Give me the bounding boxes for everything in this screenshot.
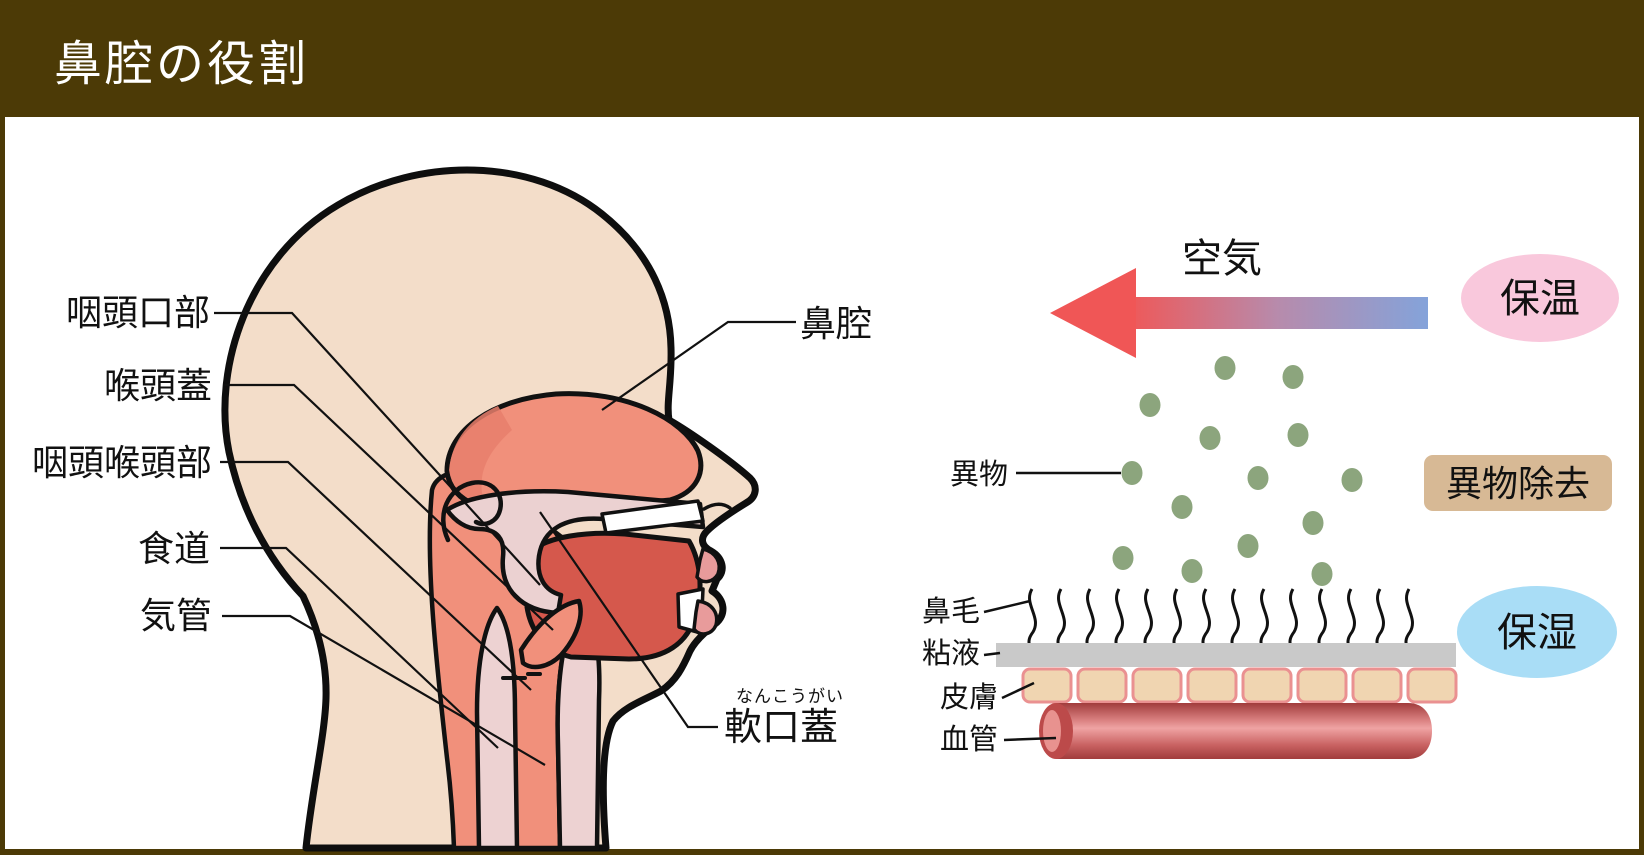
- head-illustration: [221, 166, 759, 852]
- leader-nasal-hair: [983, 599, 1031, 614]
- moisturizing-badge: [1457, 586, 1617, 678]
- foreign-removal-badge-label: 異物除去: [1446, 463, 1590, 504]
- blood-vessel-body: [1056, 703, 1432, 759]
- label-epiglottis: 喉頭蓋: [104, 365, 212, 406]
- foreign-removal-badge: [1424, 455, 1612, 511]
- nostril-line: [702, 502, 732, 511]
- head-leader-lines: [214, 311, 796, 766]
- lower-lip-shape: [692, 599, 719, 636]
- moisturizing-badge-label: 保湿: [1497, 611, 1577, 655]
- epiglottis-shape: [518, 598, 583, 670]
- blood-vessel: [1039, 703, 1432, 759]
- label-esophagus: 食道: [138, 528, 210, 569]
- leader-skin: [1001, 681, 1035, 700]
- leader-pharynx-laryngeal: [220, 460, 532, 691]
- layer-leader-lines: [983, 599, 1057, 742]
- nasal-hairs: [1027, 587, 1414, 652]
- upper-lip-shape: [695, 547, 721, 584]
- leader-nasal-cavity: [601, 320, 796, 411]
- leader-trachea: [222, 614, 546, 766]
- label-mucus: 粘液: [922, 637, 980, 670]
- air-arrow-head: [1050, 268, 1136, 358]
- leader-mucus: [983, 651, 1001, 657]
- ear-curl-line: [441, 480, 504, 543]
- label-soft-palate-furigana: なんこうがい: [736, 687, 844, 706]
- leader-blood-vessel: [1003, 736, 1057, 742]
- label-blood-vessel: 血管: [940, 723, 998, 756]
- page-title: 鼻腔の役割: [54, 37, 310, 91]
- air-arrow: [1050, 268, 1428, 358]
- larynx-detail-lines: [501, 672, 542, 680]
- label-nasal-cavity: 鼻腔: [800, 303, 872, 344]
- label-nasal-hair: 鼻毛: [922, 595, 980, 628]
- label-pharynx-oral: 咽頭口部: [66, 292, 210, 333]
- warming-badge: [1461, 254, 1619, 342]
- leader-pharynx-oral: [214, 311, 541, 586]
- foreign-particles: [1112, 356, 1363, 586]
- blood-vessel-cap-highlight: [1043, 710, 1061, 752]
- label-soft-palate: 軟口蓋: [724, 707, 838, 749]
- nasopharynx-shade: [449, 406, 540, 514]
- label-pharynx-laryngeal: 咽頭喉頭部: [32, 442, 212, 483]
- leader-soft-palate: [539, 511, 718, 729]
- label-foreign-matter: 異物: [950, 458, 1008, 491]
- warming-badge-label: 保温: [1500, 277, 1580, 321]
- label-trachea: 気管: [140, 595, 212, 636]
- skin-cells: [1021, 667, 1458, 704]
- leader-esophagus: [220, 546, 499, 749]
- mucus-layer: [996, 643, 1456, 667]
- upper-teeth-shape: [600, 499, 705, 535]
- air-arrow-body: [1128, 297, 1428, 329]
- leader-epiglottis: [224, 383, 554, 631]
- header-band: 鼻腔の役割: [0, 0, 1644, 117]
- label-air: 空気: [1182, 237, 1262, 281]
- label-skin: 皮膚: [940, 681, 998, 714]
